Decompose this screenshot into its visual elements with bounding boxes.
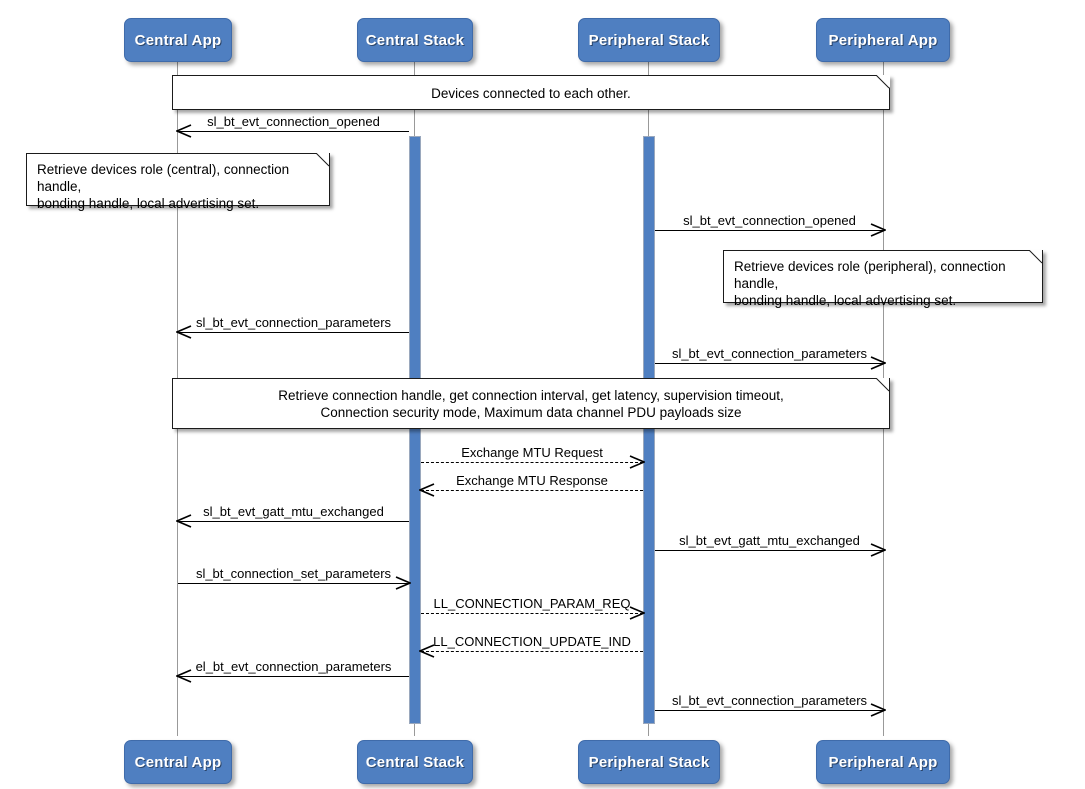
arrowhead-left-icon (176, 124, 192, 138)
message-label: sl_bt_evt_connection_parameters (671, 693, 868, 708)
message-sl-bt-evt-connection-parameters-peripheral-1[interactable]: sl_bt_evt_connection_parameters (655, 346, 886, 370)
message-line (421, 490, 643, 491)
arrowhead-right-icon (870, 543, 886, 557)
note-text: Devices connected to each other. (431, 85, 631, 101)
participant-header-central-app[interactable]: Central App (124, 18, 232, 62)
message-line (655, 550, 884, 551)
participant-label: Central Stack (365, 753, 465, 771)
arrowhead-left-icon (176, 669, 192, 683)
message-line (655, 363, 884, 364)
activation-bar-peripheral-stack (643, 136, 655, 724)
participant-footer-central-app[interactable]: Central App (124, 740, 232, 784)
message-ll-connection-param-req[interactable]: LL_CONNECTION_PARAM_REQ (421, 596, 645, 620)
participant-footer-peripheral-stack[interactable]: Peripheral Stack (578, 740, 720, 784)
note-devices-connected: Devices connected to each other. (172, 75, 890, 110)
arrowhead-right-icon (870, 223, 886, 237)
message-el-bt-evt-connection-parameters-central[interactable]: el_bt_evt_connection_parameters (176, 659, 409, 683)
message-line (178, 583, 409, 584)
message-label: sl_bt_connection_set_parameters (195, 566, 392, 581)
participant-label: Peripheral App (828, 31, 938, 49)
message-sl-bt-evt-gatt-mtu-exchanged-central[interactable]: sl_bt_evt_gatt_mtu_exchanged (176, 504, 409, 528)
participant-label: Central App (134, 31, 222, 49)
message-line (178, 676, 409, 677)
message-line (178, 332, 409, 333)
message-label: sl_bt_evt_gatt_mtu_exchanged (679, 533, 860, 548)
arrowhead-right-icon (870, 703, 886, 717)
message-label: sl_bt_evt_connection_opened (683, 213, 856, 228)
message-label: sl_bt_evt_connection_opened (207, 114, 380, 129)
message-label: Exchange MTU Response (456, 473, 608, 488)
note-text: Retrieve connection handle, get connecti… (278, 388, 784, 420)
message-label: el_bt_evt_connection_parameters (195, 659, 392, 674)
message-label: LL_CONNECTION_PARAM_REQ (433, 596, 631, 611)
message-label: Exchange MTU Request (461, 445, 603, 460)
arrowhead-right-icon (629, 455, 645, 469)
participant-label: Peripheral App (828, 753, 938, 771)
note-fold-icon (877, 75, 890, 88)
message-sl-bt-evt-connection-opened-central[interactable]: sl_bt_evt_connection_opened (176, 114, 409, 138)
participant-label: Central App (134, 753, 222, 771)
message-line (655, 230, 884, 231)
message-label: LL_CONNECTION_UPDATE_IND (433, 634, 631, 649)
message-line (178, 521, 409, 522)
note-retrieve-connection: Retrieve connection handle, get connecti… (172, 378, 890, 429)
participant-label: Central Stack (365, 31, 465, 49)
participant-header-peripheral-stack[interactable]: Peripheral Stack (578, 18, 720, 62)
message-line (421, 613, 643, 614)
arrowhead-right-icon (870, 356, 886, 370)
message-line (655, 710, 884, 711)
message-line (421, 462, 643, 463)
message-sl-bt-connection-set-parameters[interactable]: sl_bt_connection_set_parameters (178, 566, 411, 590)
message-sl-bt-evt-connection-opened-peripheral[interactable]: sl_bt_evt_connection_opened (655, 213, 886, 237)
participant-header-peripheral-app[interactable]: Peripheral App (816, 18, 950, 62)
message-label: sl_bt_evt_gatt_mtu_exchanged (203, 504, 384, 519)
participant-header-central-stack[interactable]: Central Stack (357, 18, 473, 62)
message-exchange-mtu-response[interactable]: Exchange MTU Response (419, 473, 643, 497)
message-exchange-mtu-request[interactable]: Exchange MTU Request (421, 445, 645, 469)
arrowhead-right-icon (629, 606, 645, 620)
participant-label: Peripheral Stack (588, 753, 710, 771)
note-text: Retrieve devices role (central), connect… (37, 162, 290, 211)
note-central-retrieve: Retrieve devices role (central), connect… (26, 153, 330, 211)
arrowhead-left-icon (419, 483, 435, 497)
message-sl-bt-evt-gatt-mtu-exchanged-peripheral[interactable]: sl_bt_evt_gatt_mtu_exchanged (655, 533, 886, 557)
participant-label: Peripheral Stack (588, 31, 710, 49)
participant-footer-peripheral-app[interactable]: Peripheral App (816, 740, 950, 784)
arrowhead-left-icon (176, 325, 192, 339)
note-peripheral-retrieve: Retrieve devices role (peripheral), conn… (723, 250, 1043, 308)
message-label: sl_bt_evt_connection_parameters (195, 315, 392, 330)
participant-footer-central-stack[interactable]: Central Stack (357, 740, 473, 784)
message-line (178, 131, 409, 132)
message-label: sl_bt_evt_connection_parameters (671, 346, 868, 361)
message-line (421, 651, 643, 652)
note-text: Retrieve devices role (peripheral), conn… (734, 259, 1006, 308)
arrowhead-left-icon (419, 644, 435, 658)
arrowhead-left-icon (176, 514, 192, 528)
activation-bar-central-stack (409, 136, 421, 724)
message-sl-bt-evt-connection-parameters-peripheral-2[interactable]: sl_bt_evt_connection_parameters (655, 693, 886, 717)
arrowhead-right-icon (395, 576, 411, 590)
message-sl-bt-evt-connection-parameters-central-1[interactable]: sl_bt_evt_connection_parameters (176, 315, 409, 339)
message-ll-connection-update-ind[interactable]: LL_CONNECTION_UPDATE_IND (419, 634, 643, 658)
